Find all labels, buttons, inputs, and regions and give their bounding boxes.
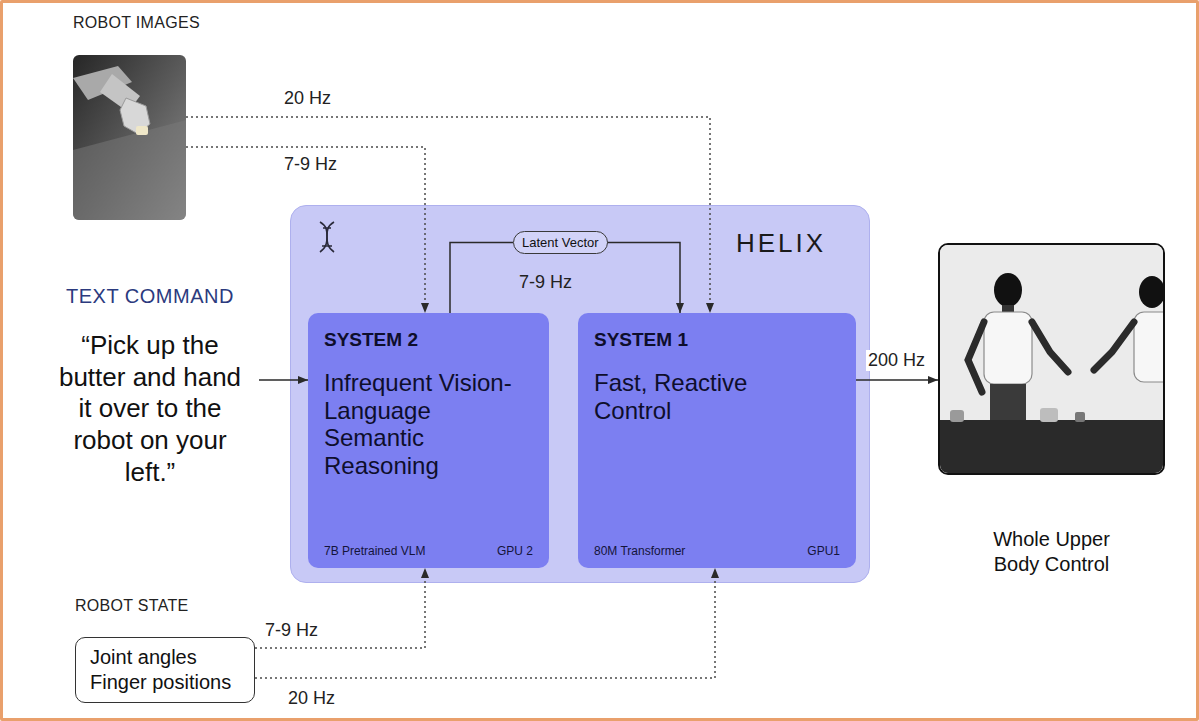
robot-hips — [990, 384, 1026, 420]
helix-logo — [320, 222, 334, 252]
gpu-label: GPU 2 — [497, 544, 533, 558]
robot-arm — [1094, 322, 1134, 370]
robot-neck — [1002, 305, 1014, 313]
state-list: Joint angles Finger positions — [90, 645, 240, 695]
footer-row: 80M Transformer GPU1 — [594, 536, 840, 558]
latent-vector: Latent Vector — [513, 231, 608, 254]
helix-strand — [320, 222, 334, 252]
table-object — [950, 410, 964, 422]
robot-hand — [120, 98, 150, 134]
camera-photo — [73, 55, 186, 220]
robots-photo — [940, 245, 1163, 473]
text-command: TEXT COMMAND “Pick up the butter and hand… — [45, 285, 255, 489]
model-size: 7B Pretrained VLM — [324, 544, 425, 558]
system-title: SYSTEM 2 — [324, 329, 533, 351]
photo-frame — [938, 243, 1165, 475]
state-box: Joint angles Finger positions — [75, 637, 255, 703]
connector — [255, 568, 425, 648]
connector — [255, 568, 715, 678]
system-title: SYSTEM 1 — [594, 329, 840, 351]
connector — [186, 147, 425, 313]
connector — [259, 379, 308, 381]
system-description: Infrequent Vision-Language Semantic Reas… — [324, 369, 518, 479]
frequency-label: 20 Hz — [282, 88, 333, 109]
robot-torso — [1134, 312, 1163, 382]
connector — [186, 117, 710, 313]
system-description: Fast, Reactive Control — [594, 369, 794, 424]
footer-row: 7B Pretrained VLM GPU 2 — [324, 536, 533, 558]
robot-forearm — [100, 74, 140, 112]
connector — [450, 243, 513, 314]
frequency-label: 7-9 Hz — [263, 620, 320, 641]
section-heading: ROBOT STATE — [75, 597, 275, 615]
connector — [608, 243, 680, 314]
robot-torso — [984, 312, 1032, 384]
robot-arm — [73, 66, 132, 100]
frequency-label: 7-9 Hz — [517, 272, 574, 293]
model-size: 80M Transformer — [594, 544, 685, 558]
pill-label: Latent Vector — [522, 235, 599, 250]
photo-ground — [73, 55, 186, 220]
robot-arm — [1032, 322, 1068, 372]
helix-rung — [322, 228, 332, 246]
frequency-label: 20 Hz — [286, 688, 337, 709]
robot-head — [1139, 276, 1163, 308]
helix-strand — [320, 222, 334, 252]
photo-frame — [73, 55, 186, 220]
command-quote: “Pick up the butter and hand it over to … — [54, 330, 246, 489]
section-heading: TEXT COMMAND — [45, 285, 255, 308]
table-object — [1040, 408, 1058, 422]
system-box: SYSTEM 2 Infrequent Vision-Language Seman… — [308, 313, 549, 568]
section-heading: ROBOT IMAGES — [73, 14, 273, 32]
robot-head — [994, 273, 1022, 307]
held-object — [136, 126, 148, 135]
table — [940, 420, 1163, 473]
robot-state: ROBOT STATE Joint angles Finger positions — [75, 597, 275, 703]
camera-feed: ROBOT IMAGES — [73, 14, 273, 220]
connector — [856, 379, 938, 381]
output-caption: Whole Upper Body Control — [977, 527, 1127, 577]
helix-panel: HELIX Latent VectorSYSTEM 2 Infrequent Vis… — [290, 205, 870, 583]
table-surface — [73, 120, 186, 220]
gpu-label: GPU1 — [807, 544, 840, 558]
frequency-label: 7-9 Hz — [282, 154, 339, 175]
photo-ground — [940, 245, 1163, 473]
robot-output: Whole Upper Body Control — [938, 243, 1165, 577]
system-name: HELIX — [736, 228, 826, 259]
system-box: SYSTEM 1 Fast, Reactive Control 80M Transf… — [578, 313, 856, 568]
robot-arm — [968, 322, 984, 392]
frequency-label: 200 Hz — [866, 350, 927, 371]
table-object — [1075, 412, 1085, 422]
